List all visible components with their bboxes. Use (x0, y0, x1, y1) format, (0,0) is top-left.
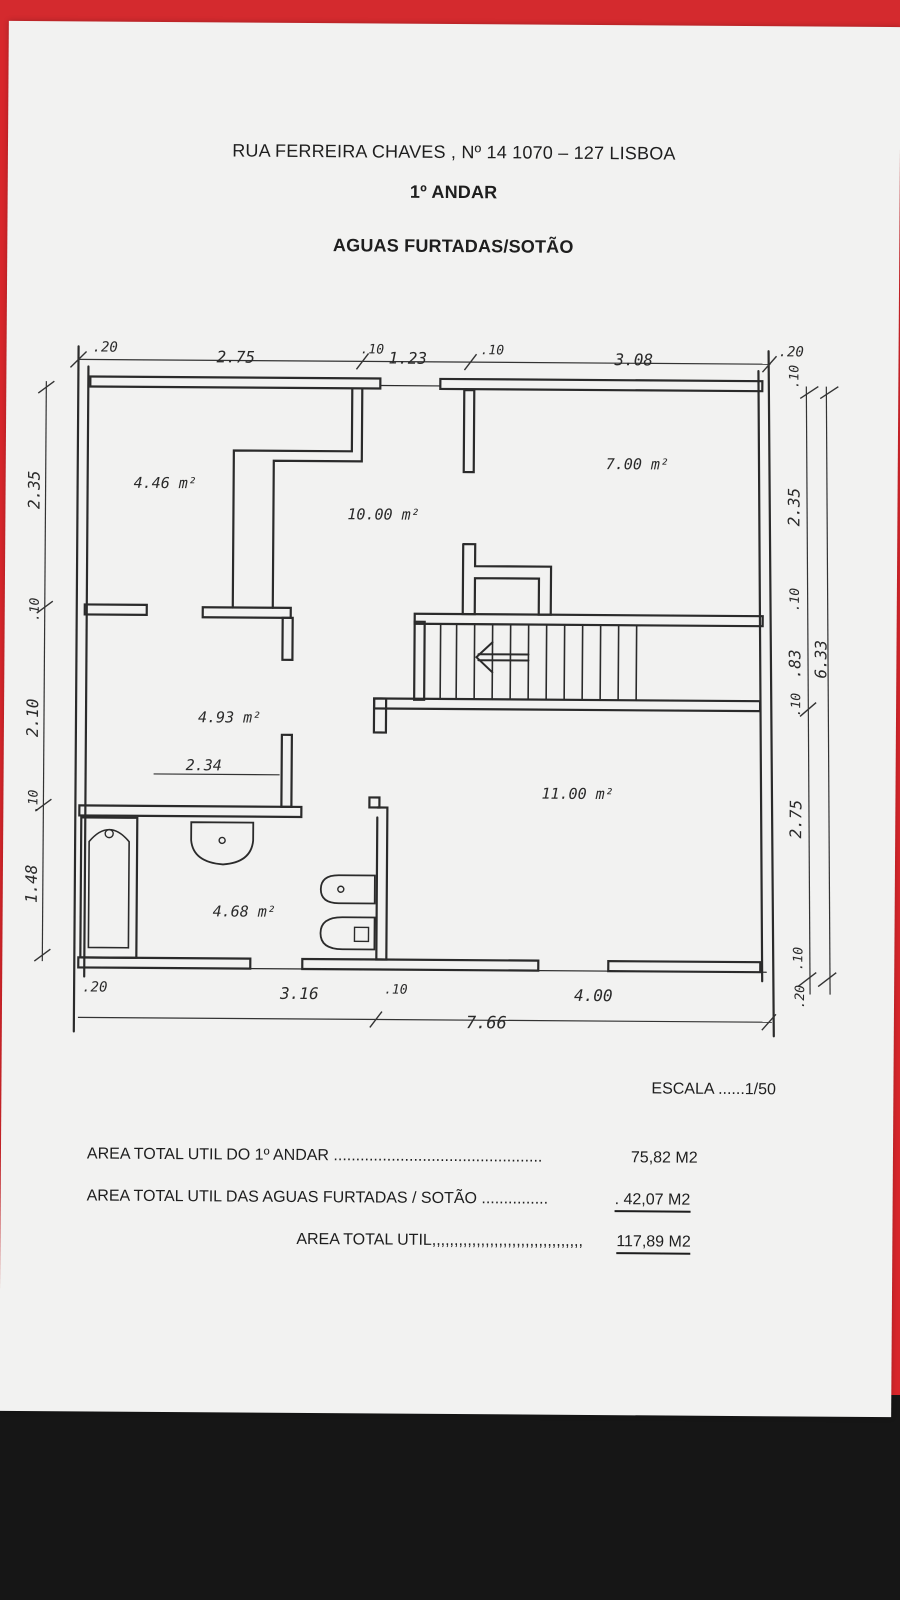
stair-wall-post (372, 697, 388, 734)
bathtub (79, 816, 139, 959)
chimney-block (461, 542, 553, 616)
dim-left-4: .10 (26, 789, 41, 813)
left-wall-stub (83, 603, 148, 616)
dim-top-wall-1: .20 (93, 339, 118, 355)
stair-direction-arrow (474, 641, 530, 674)
top-wall-right (439, 377, 764, 393)
dim-top-wall-2: .10 (361, 342, 385, 357)
room-area-4: 4.93 m² (198, 708, 261, 726)
dim-bottom-1: .20 (82, 979, 107, 995)
area-row-1-label: AREA TOTAL UTIL DO 1º ANDAR ............… (86, 1145, 543, 1166)
bathroom-wall-right (375, 806, 389, 961)
outer-wall-left-outer (72, 345, 80, 1033)
mid-partition-right (280, 733, 293, 809)
top-wall-left (89, 375, 382, 390)
central-partition (462, 388, 476, 474)
area-row-1-value: 75,82 M2 (630, 1149, 698, 1167)
dim-top-wall-4: .20 (779, 344, 804, 360)
stair-treads (439, 623, 638, 702)
dim-left-2: .10 (28, 597, 43, 621)
dim-right-1: .10 (787, 365, 802, 389)
bottom-wall-1 (77, 956, 252, 970)
stair-wall-bottom (372, 697, 762, 713)
left-dimension-line (41, 381, 47, 962)
area-total-label: AREA TOTAL UTIL,,,,,,,,,,,,,,,,,,,,,,,,,… (296, 1230, 584, 1250)
bath-post-top (368, 796, 381, 809)
dim-left-5: 1.48 (22, 864, 41, 903)
outer-wall-right-inner (757, 370, 764, 983)
dim-bottom-2: 3.16 (279, 984, 319, 1003)
dim-right-7: .10 (791, 947, 806, 971)
partition-stub (281, 616, 294, 662)
dim-right-3: .10 (788, 588, 803, 612)
dim-bottom-4: 4.00 (574, 986, 613, 1005)
dim-right-total: 6.33 (811, 640, 830, 679)
dim-top-wall-3: .10 (481, 343, 505, 358)
toilet (319, 916, 376, 951)
room-area-1: 4.46 m² (134, 474, 197, 492)
room-area-2: 10.00 m² (347, 505, 419, 524)
bathtub-basin (87, 828, 130, 949)
room-area-6: 4.68 m² (213, 902, 276, 920)
dim-right-5: .10 (789, 693, 804, 717)
area-row-2-label: AREA TOTAL UTIL DAS AGUAS FURTADAS / SOT… (86, 1187, 549, 1208)
stair-wall-left (413, 620, 426, 701)
background-dark-surface (0, 1395, 900, 1600)
dim-top-3: 3.08 (613, 350, 653, 369)
outer-wall-left-inner (83, 365, 90, 978)
inner-dimension-line (153, 773, 280, 776)
room-area-3: 7.00 m² (606, 455, 669, 473)
closet-wall-outer (231, 388, 354, 609)
closet-wall-inner (271, 388, 364, 609)
outer-wall-right-outer (767, 350, 775, 1038)
washbasin (190, 821, 255, 866)
bottom-dimension-line (77, 1016, 772, 1023)
scale-label: ESCALA ......1/50 (651, 1080, 776, 1099)
dim-left-1: 2.35 (24, 470, 43, 509)
dim-top-2: 1.23 (388, 349, 427, 368)
dim-right-4: .83 (785, 649, 804, 678)
dim-right-8: .20 (793, 985, 808, 1009)
room-area-5: 11.00 m² (541, 785, 613, 804)
floor-plan-drawing: 2.75 1.23 3.08 .20 .10 .10 .20 2.35 .10 … (22, 339, 839, 1038)
bottom-wall-3 (607, 960, 762, 974)
dim-bottom-total: 7.66 (466, 1013, 507, 1033)
dim-right-2: 2.35 (784, 488, 803, 527)
dim-inner: 2.34 (186, 756, 222, 774)
dim-left-3: 2.10 (23, 698, 42, 737)
dim-bottom-3: .10 (384, 983, 408, 998)
area-total-value: 117,89 M2 (616, 1233, 691, 1255)
top-dimension-line (78, 358, 771, 365)
bathroom-wall-top (78, 804, 303, 819)
dim-right-6: 2.75 (786, 800, 805, 839)
closet-wall-bottom (201, 606, 292, 619)
right-dimension-line (805, 386, 811, 995)
document-sheet: RUA FERREIRA CHAVES , Nº 14 1070 – 127 L… (0, 20, 900, 1418)
bidet (319, 874, 376, 905)
dim-top-1: 2.75 (216, 347, 255, 366)
right-total-line (825, 386, 831, 995)
area-row-2-value: . 42,07 M2 (614, 1191, 691, 1213)
